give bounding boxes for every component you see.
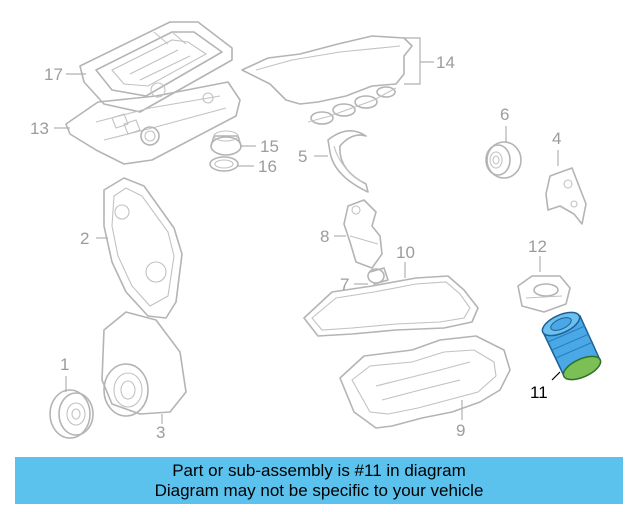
oil-pump-part xyxy=(343,199,383,269)
callout-17: 17 xyxy=(44,65,63,84)
oil-filter-part xyxy=(541,311,602,381)
oil-cap-part xyxy=(209,130,242,172)
callout-8: 8 xyxy=(320,227,329,246)
callout-1: 1 xyxy=(60,355,69,374)
callout-7: 7 xyxy=(340,275,349,294)
banner-disclaimer: Diagram may not be specific to your vehi… xyxy=(154,480,484,500)
tensioner-bracket-part xyxy=(545,167,587,225)
idler-pulley-part xyxy=(485,141,522,179)
oil-pan-part xyxy=(339,335,511,429)
parts-diagram: 17 13 14 15 16 5 6 4 2 8 10 12 7 1 3 9 1… xyxy=(30,21,602,442)
callout-3: 3 xyxy=(156,423,165,442)
callout-5: 5 xyxy=(298,147,307,166)
drain-plug-part xyxy=(367,267,389,285)
callout-4: 4 xyxy=(552,129,561,148)
callout-12: 12 xyxy=(528,237,547,256)
callout-16: 16 xyxy=(258,157,277,176)
callout-10: 10 xyxy=(396,243,415,262)
timing-cover-part xyxy=(103,177,183,319)
banner-part-note: Part or sub-assembly is #11 in diagram xyxy=(172,460,466,480)
callout-15: 15 xyxy=(260,137,279,156)
info-banner: Part or sub-assembly is #11 in diagram D… xyxy=(15,457,623,504)
valve-cover-gasket-part xyxy=(241,35,413,125)
valve-cover-part xyxy=(65,21,241,165)
callout-14: 14 xyxy=(436,53,455,72)
oil-pan-gasket-part xyxy=(303,275,479,337)
crank-pulley-part xyxy=(49,389,94,439)
leader-lines xyxy=(54,37,561,424)
callout-13: 13 xyxy=(30,119,49,138)
timing-belt-part xyxy=(327,130,369,193)
callout-9: 9 xyxy=(456,421,465,440)
engine-mount-part xyxy=(517,275,571,313)
callout-labels: 17 13 14 15 16 5 6 4 2 8 10 12 7 1 3 9 1… xyxy=(30,53,561,442)
callout-11: 11 xyxy=(530,383,548,402)
callout-6: 6 xyxy=(500,105,509,124)
callout-2: 2 xyxy=(80,229,89,248)
lower-timing-cover-part xyxy=(101,311,187,417)
